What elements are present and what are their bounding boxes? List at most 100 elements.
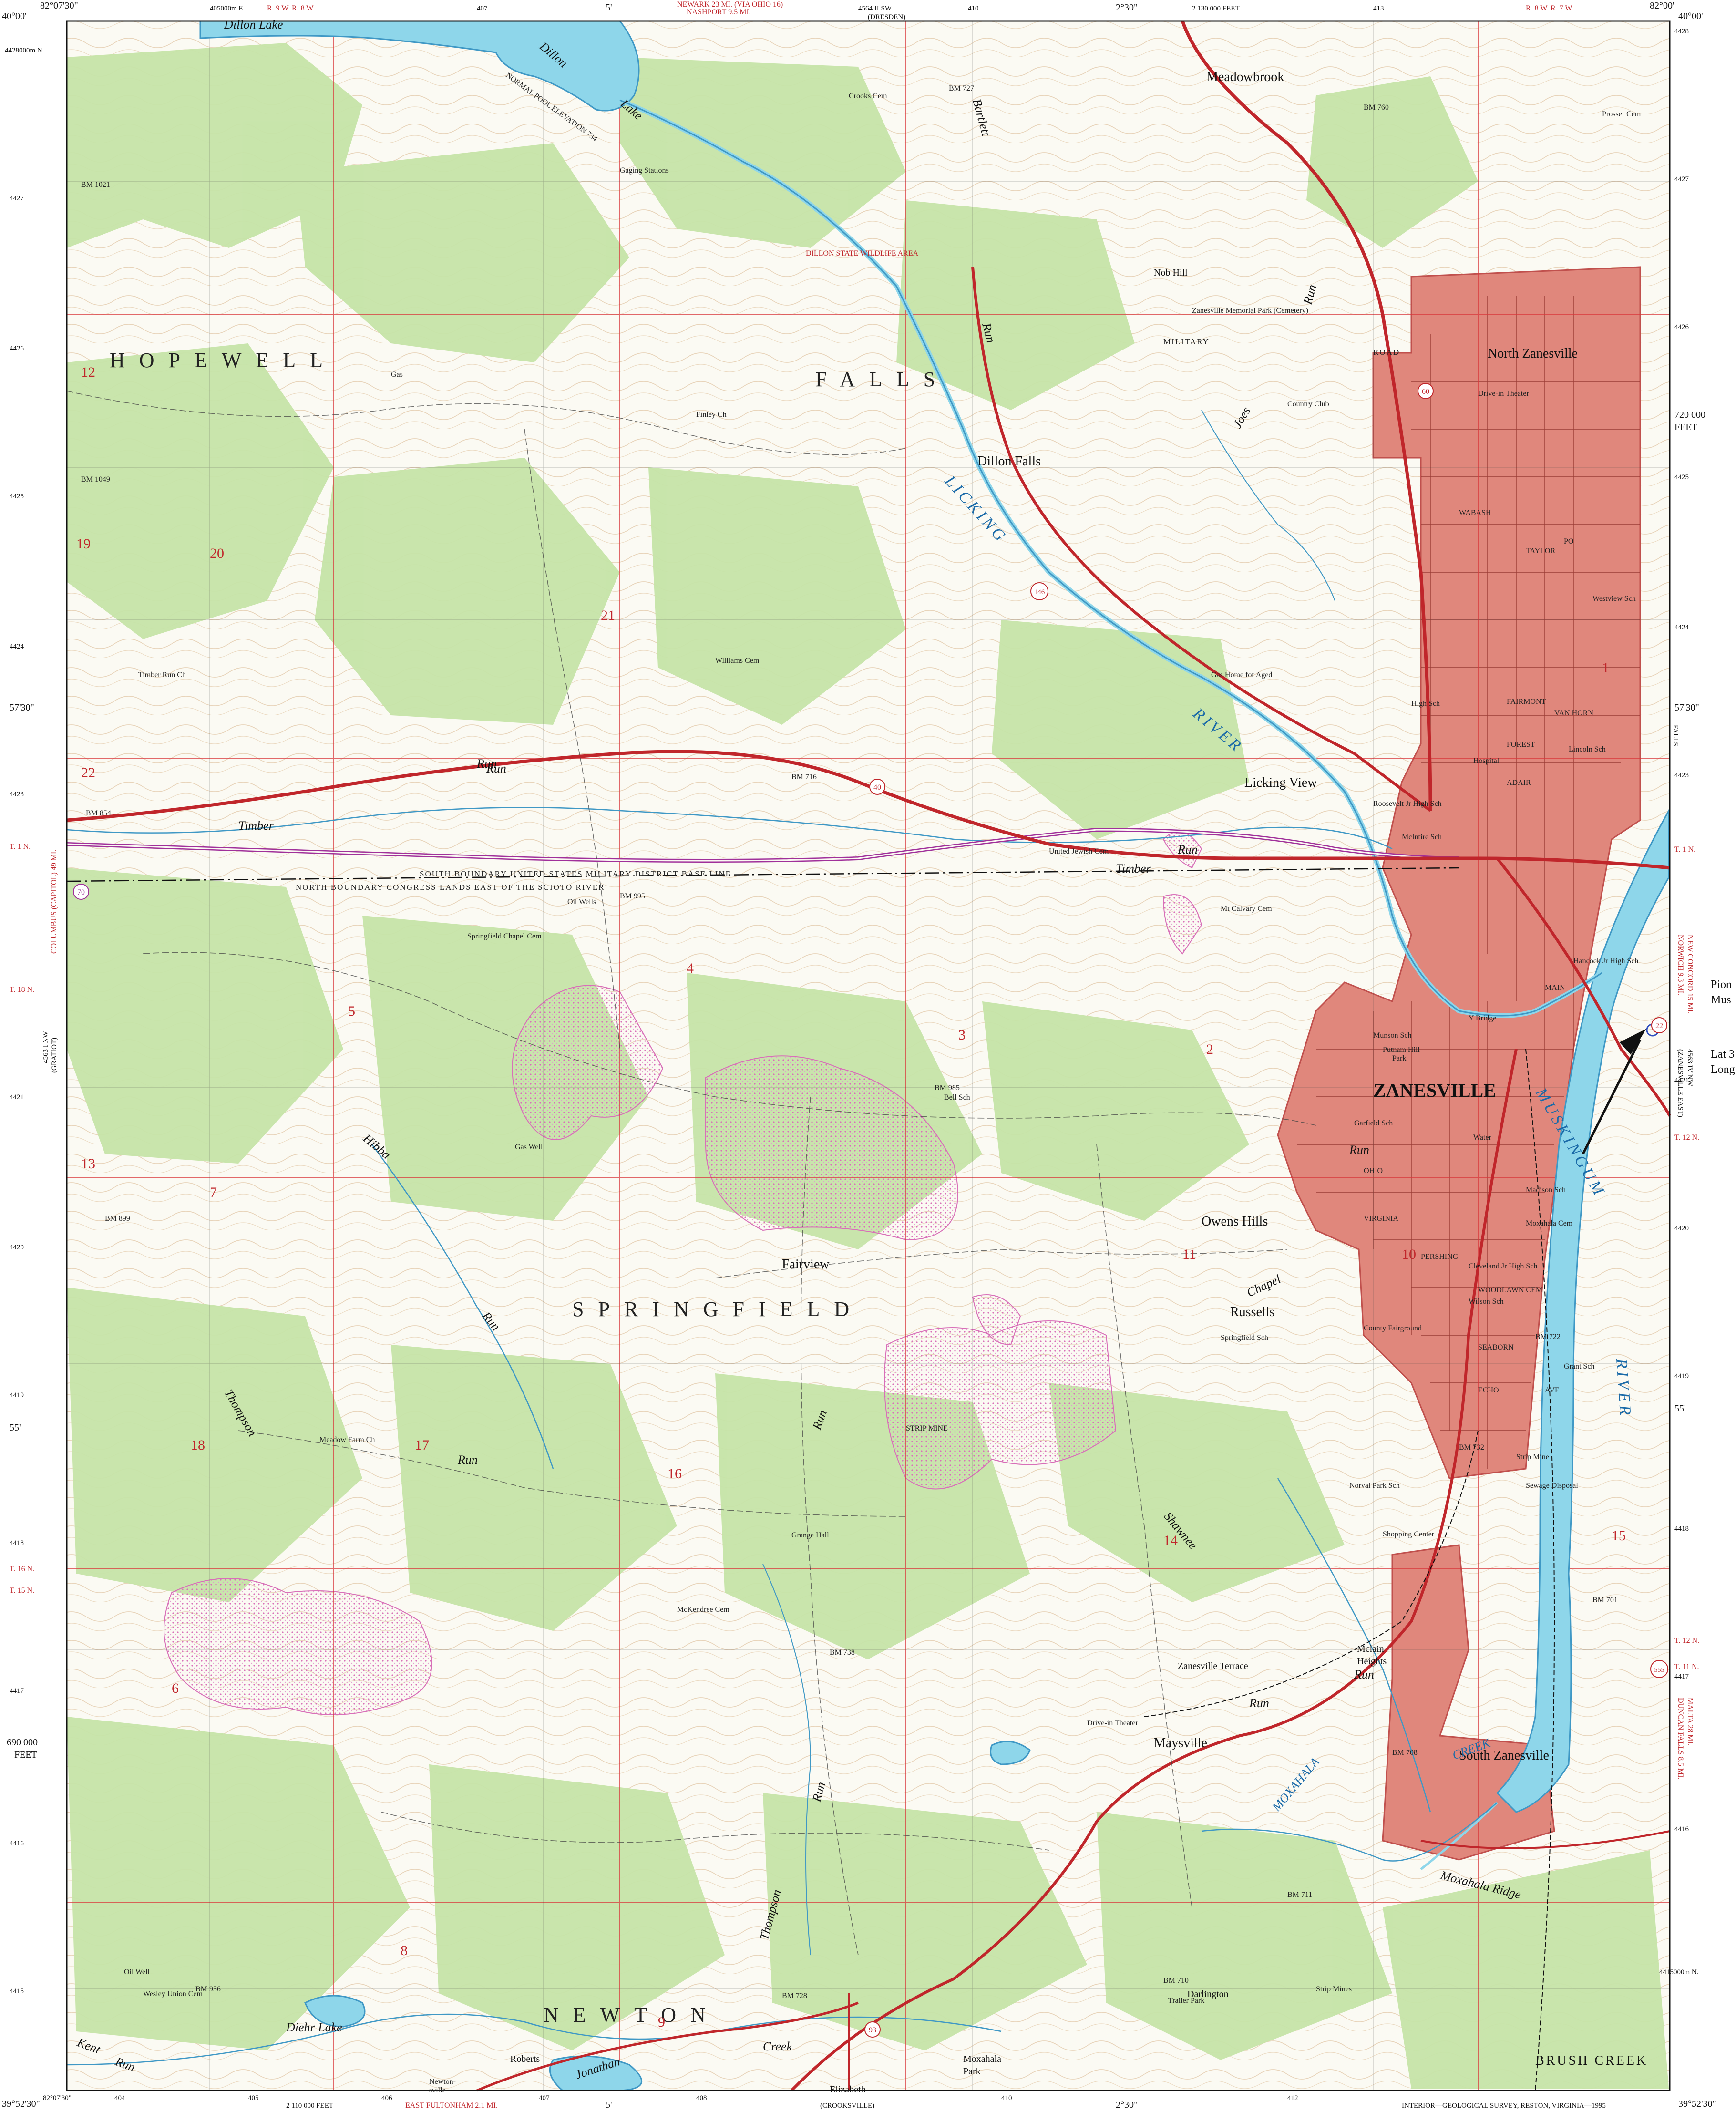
label-run-7: Run [1249,1696,1269,1710]
label-moxahala-park: Park [963,2066,981,2077]
bm-728: BM 728 [782,1992,807,2000]
label-moxahala: Moxahala [963,2054,1001,2064]
label-mcclain: Mclain [1357,1644,1384,1654]
label-forest: FOREST [1507,741,1535,749]
left-grid-4428: 4428000m N. [5,47,44,54]
label-country-club: Country Club [1287,400,1329,408]
label-meadow-farm: Meadow Farm Ch [319,1436,375,1444]
street-grid [1297,296,1640,1469]
diehr-lake [304,1995,366,2028]
muskingum-river [1496,808,1670,1813]
left-grid-4415: 4415 [10,1988,24,1995]
label-water: Water [1473,1133,1491,1142]
section-11: 11 [1182,1247,1196,1262]
label-newtonsville-2: sville [429,2086,446,2094]
section-22: 22 [81,765,95,781]
bm-760: BM 760 [1364,103,1389,112]
top-grid-407: 407 [477,5,488,12]
shield-22: 22 [1651,1017,1667,1033]
left-t1n: T. 1 N. [10,843,31,851]
shield-40-text: 40 [873,783,881,792]
label-pershing: PERSHING [1421,1253,1459,1261]
shield-70: 70 [73,884,89,900]
label-moxahala-cem: Moxahala Cem [1526,1219,1573,1227]
right-t12n-2: T. 12 N. [1674,1637,1699,1645]
bottom-credit: INTERIOR—GEOLOGICAL SURVEY, RESTON, VIRG… [1402,2102,1606,2110]
right-falls: FALLS [1672,725,1679,746]
left-grid-4416: 4416 [10,1840,24,1847]
section-2: 2 [1206,1041,1213,1057]
top-road-note-1: NEWARK 23 MI. (VIA OHIO 16) [677,0,783,9]
bottom-grid-408: 408 [696,2094,707,2102]
right-lat-5730: 57'30" [1674,702,1699,713]
label-north-zanesville: North Zanesville [1488,346,1578,361]
bm-722: BM 722 [1535,1333,1561,1341]
label-gaging: Gaging Stations [620,166,669,175]
map-neatline [66,20,1671,2091]
outside-long: Long [1711,1063,1735,1076]
bm-1021: BM 1021 [81,181,110,189]
label-run-10: Run [1349,1143,1369,1157]
label-gas-well: Gas Well [515,1143,543,1151]
bm-899: BM 899 [105,1215,130,1223]
label-wilson: Wilson Sch [1469,1298,1504,1306]
label-garfield: Garfield Sch [1354,1119,1393,1127]
bottom-grid-412: 412 [1287,2094,1298,2102]
right-grid-4423: 4423 [1674,772,1689,779]
section-1: 1 [1602,660,1609,676]
shield-60: 60 [1418,383,1434,399]
right-t1n: T. 1 N. [1674,845,1695,854]
bm-985: BM 985 [935,1084,960,1092]
top-road-note-2: NASHPORT 9.5 MI. [687,8,751,16]
corner-tr-lon: 82°00' [1650,0,1674,11]
right-grid-4417: 4417 [1674,1673,1689,1680]
top-grid-410: 410 [968,5,979,12]
section-10: 10 [1402,1247,1416,1262]
section-13: 13 [81,1156,95,1172]
label-darlington: Darlington [1187,1989,1229,1999]
label-gas-home: Gas Home for Aged [1211,671,1272,679]
label-sewage: Sewage Disposal [1526,1482,1578,1490]
label-grange-hall: Grange Hall [791,1531,829,1539]
bm-711: BM 711 [1287,1891,1312,1899]
bm-701: BM 701 [1592,1596,1618,1604]
label-munson: Munson Sch [1373,1031,1411,1040]
label-owens-hills: Owens Hills [1202,1214,1268,1229]
label-finley-cem: Finley Ch [696,411,727,419]
bm-956: BM 956 [195,1985,221,1993]
label-strip-mine-2: Strip Mine [1516,1453,1549,1461]
township-falls: FALLS [815,368,949,391]
section-17: 17 [415,1437,429,1453]
top-quad-code: 4564 II SW [858,5,892,12]
label-strip-mine: STRIP MINE [906,1424,948,1432]
left-grid-4421: 4421 [10,1093,24,1101]
left-gratiot: (GRATIOT) [51,1038,58,1073]
right-malta: MALTA 28 MI. [1686,1698,1694,1746]
label-wabash: WABASH [1459,509,1491,517]
outside-pion: Pion [1711,979,1732,991]
left-grid-4427: 4427 [10,195,24,202]
section-14: 14 [1163,1533,1178,1548]
label-hospital: Hospital [1473,757,1500,765]
label-hancock: Hancock Jr High Sch [1573,957,1638,965]
label-mcintire: McIntire Sch [1402,833,1442,841]
label-military-road: MILITARY [1163,337,1210,346]
top-grid-413: 413 [1373,5,1384,12]
oh-146 [971,267,1431,812]
label-shopping-center: Shopping Center [1383,1530,1435,1538]
section-18: 18 [191,1437,205,1453]
pond-1 [549,2055,643,2091]
label-putnam-park: Park [1392,1054,1406,1062]
label-newtonsville: Newton- [429,2078,456,2086]
label-meadowbrook: Meadowbrook [1206,70,1284,84]
shield-555: 555 [1650,1660,1668,1678]
label-timber-run: Timber [238,819,274,833]
label-county-fairground: County Fairground [1364,1324,1422,1332]
section-5: 5 [348,1003,355,1019]
right-grid-4426: 4426 [1674,323,1689,331]
label-high-sch: High Sch [1411,700,1440,708]
right-grid-4428: 4428 [1674,28,1689,35]
right-grid-4419: 4419 [1674,1372,1689,1380]
township-hopewell: HOPEWELL [110,349,337,372]
